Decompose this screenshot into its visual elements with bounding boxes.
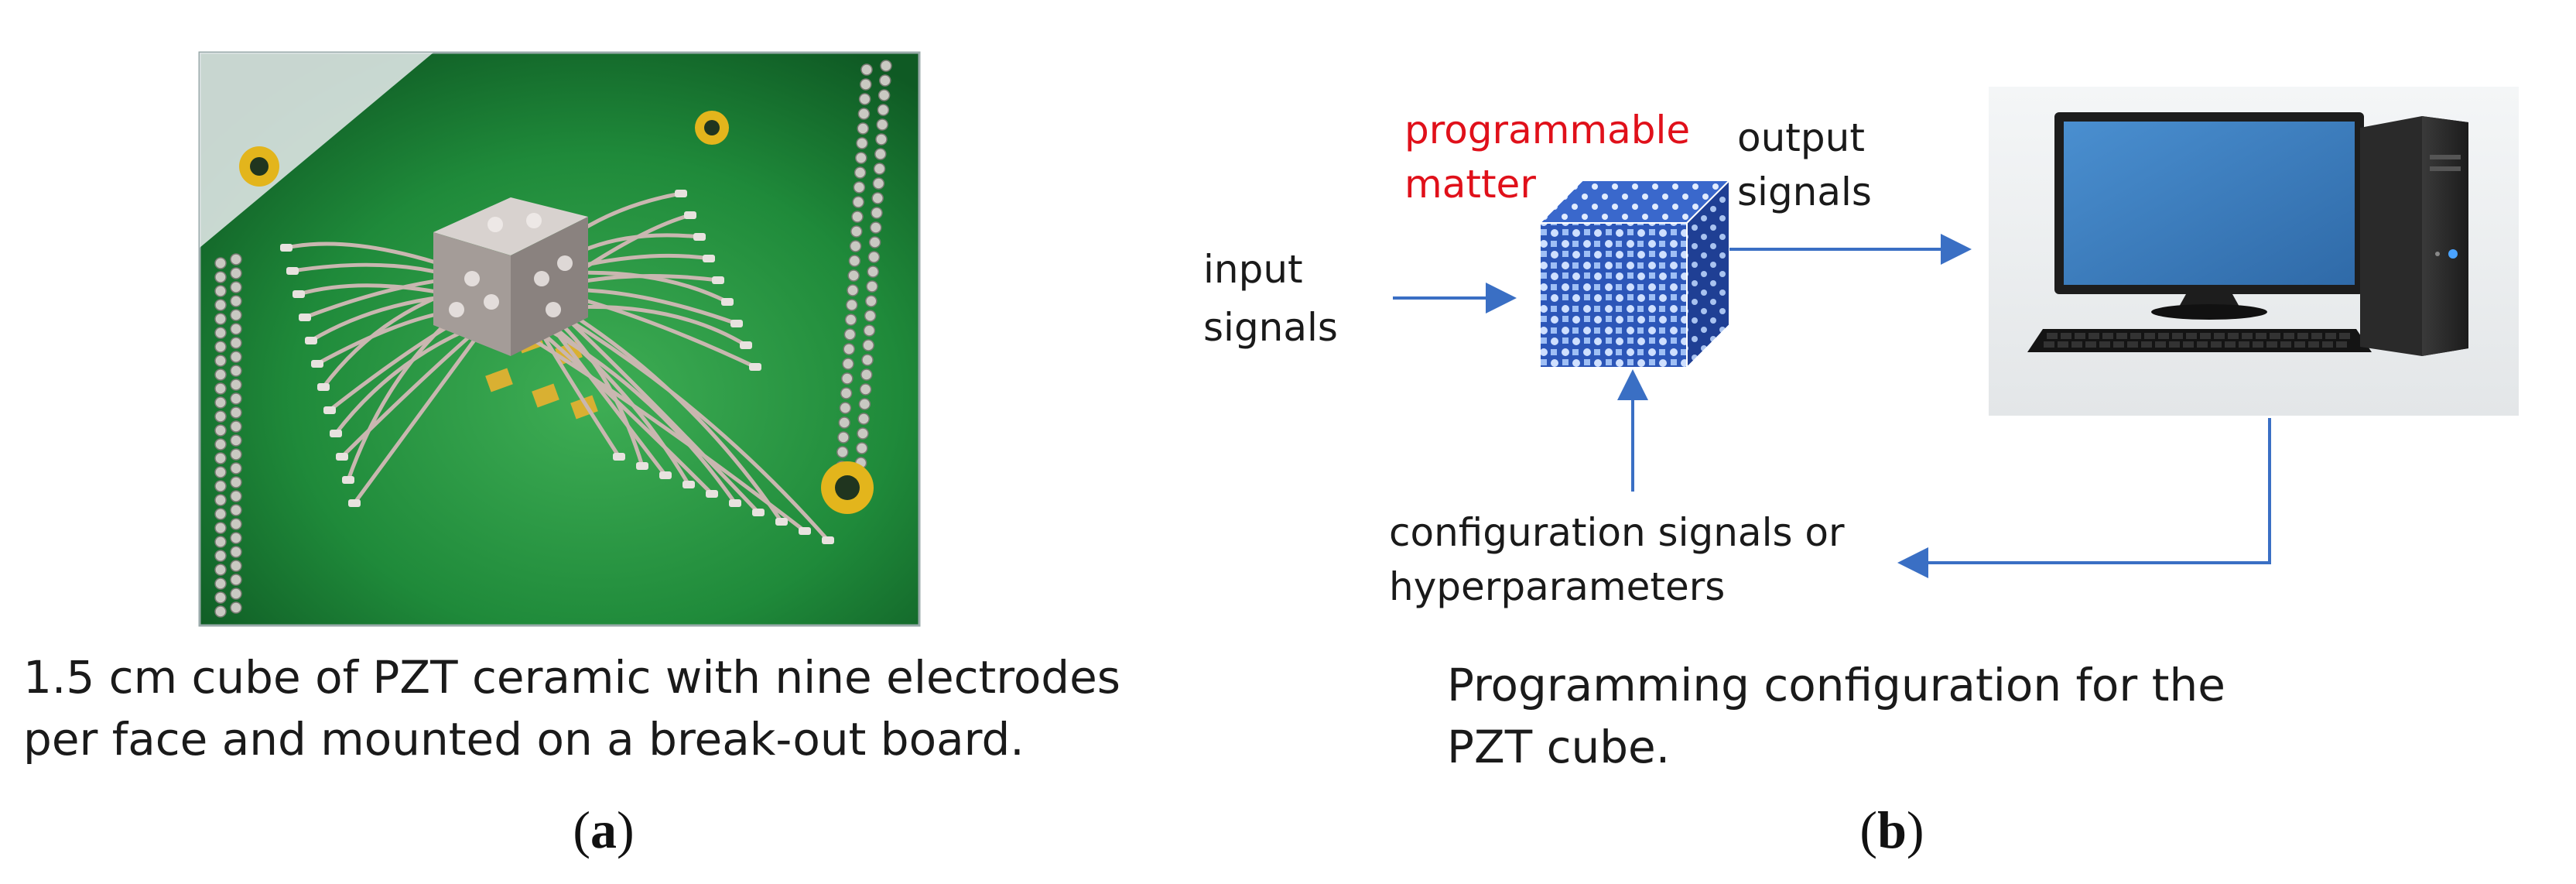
output-signals-label-line1: output: [1737, 115, 1865, 160]
pin-header-left: [214, 253, 242, 618]
solder-pads: [280, 190, 834, 544]
panel-b-label: (b): [1859, 800, 1924, 859]
pin-header-right: [835, 60, 892, 473]
programmable-matter-label-line2: matter: [1404, 162, 1536, 207]
pzt-cube: [433, 197, 588, 356]
programmable-matter-label-line1: programmable: [1404, 108, 1690, 152]
input-signals-label-line1: input: [1203, 247, 1303, 292]
panel-a-label: (a): [573, 800, 634, 859]
configuration-signals-label-line1: configuration signals or: [1389, 510, 1845, 555]
feedback-arrow: [1897, 418, 2271, 578]
pcb-photo: [198, 51, 921, 627]
programmable-matter-cube: [1538, 178, 1732, 370]
input-signals-label-line2: signals: [1203, 305, 1338, 350]
panel-b-caption-line1: Programming configuration for the: [1447, 659, 2225, 711]
panel-a-caption-line1: 1.5 cm cube of PZT ceramic with nine ele…: [23, 651, 1120, 704]
configuration-signals-label-line2: hyperparameters: [1389, 564, 1725, 609]
computer-icon: [1989, 87, 2519, 416]
output-signals-label-line2: signals: [1737, 170, 1872, 214]
panel-a-caption-line2: per face and mounted on a break-out boar…: [23, 713, 1025, 766]
panel-b-caption-line2: PZT cube.: [1447, 721, 1670, 773]
